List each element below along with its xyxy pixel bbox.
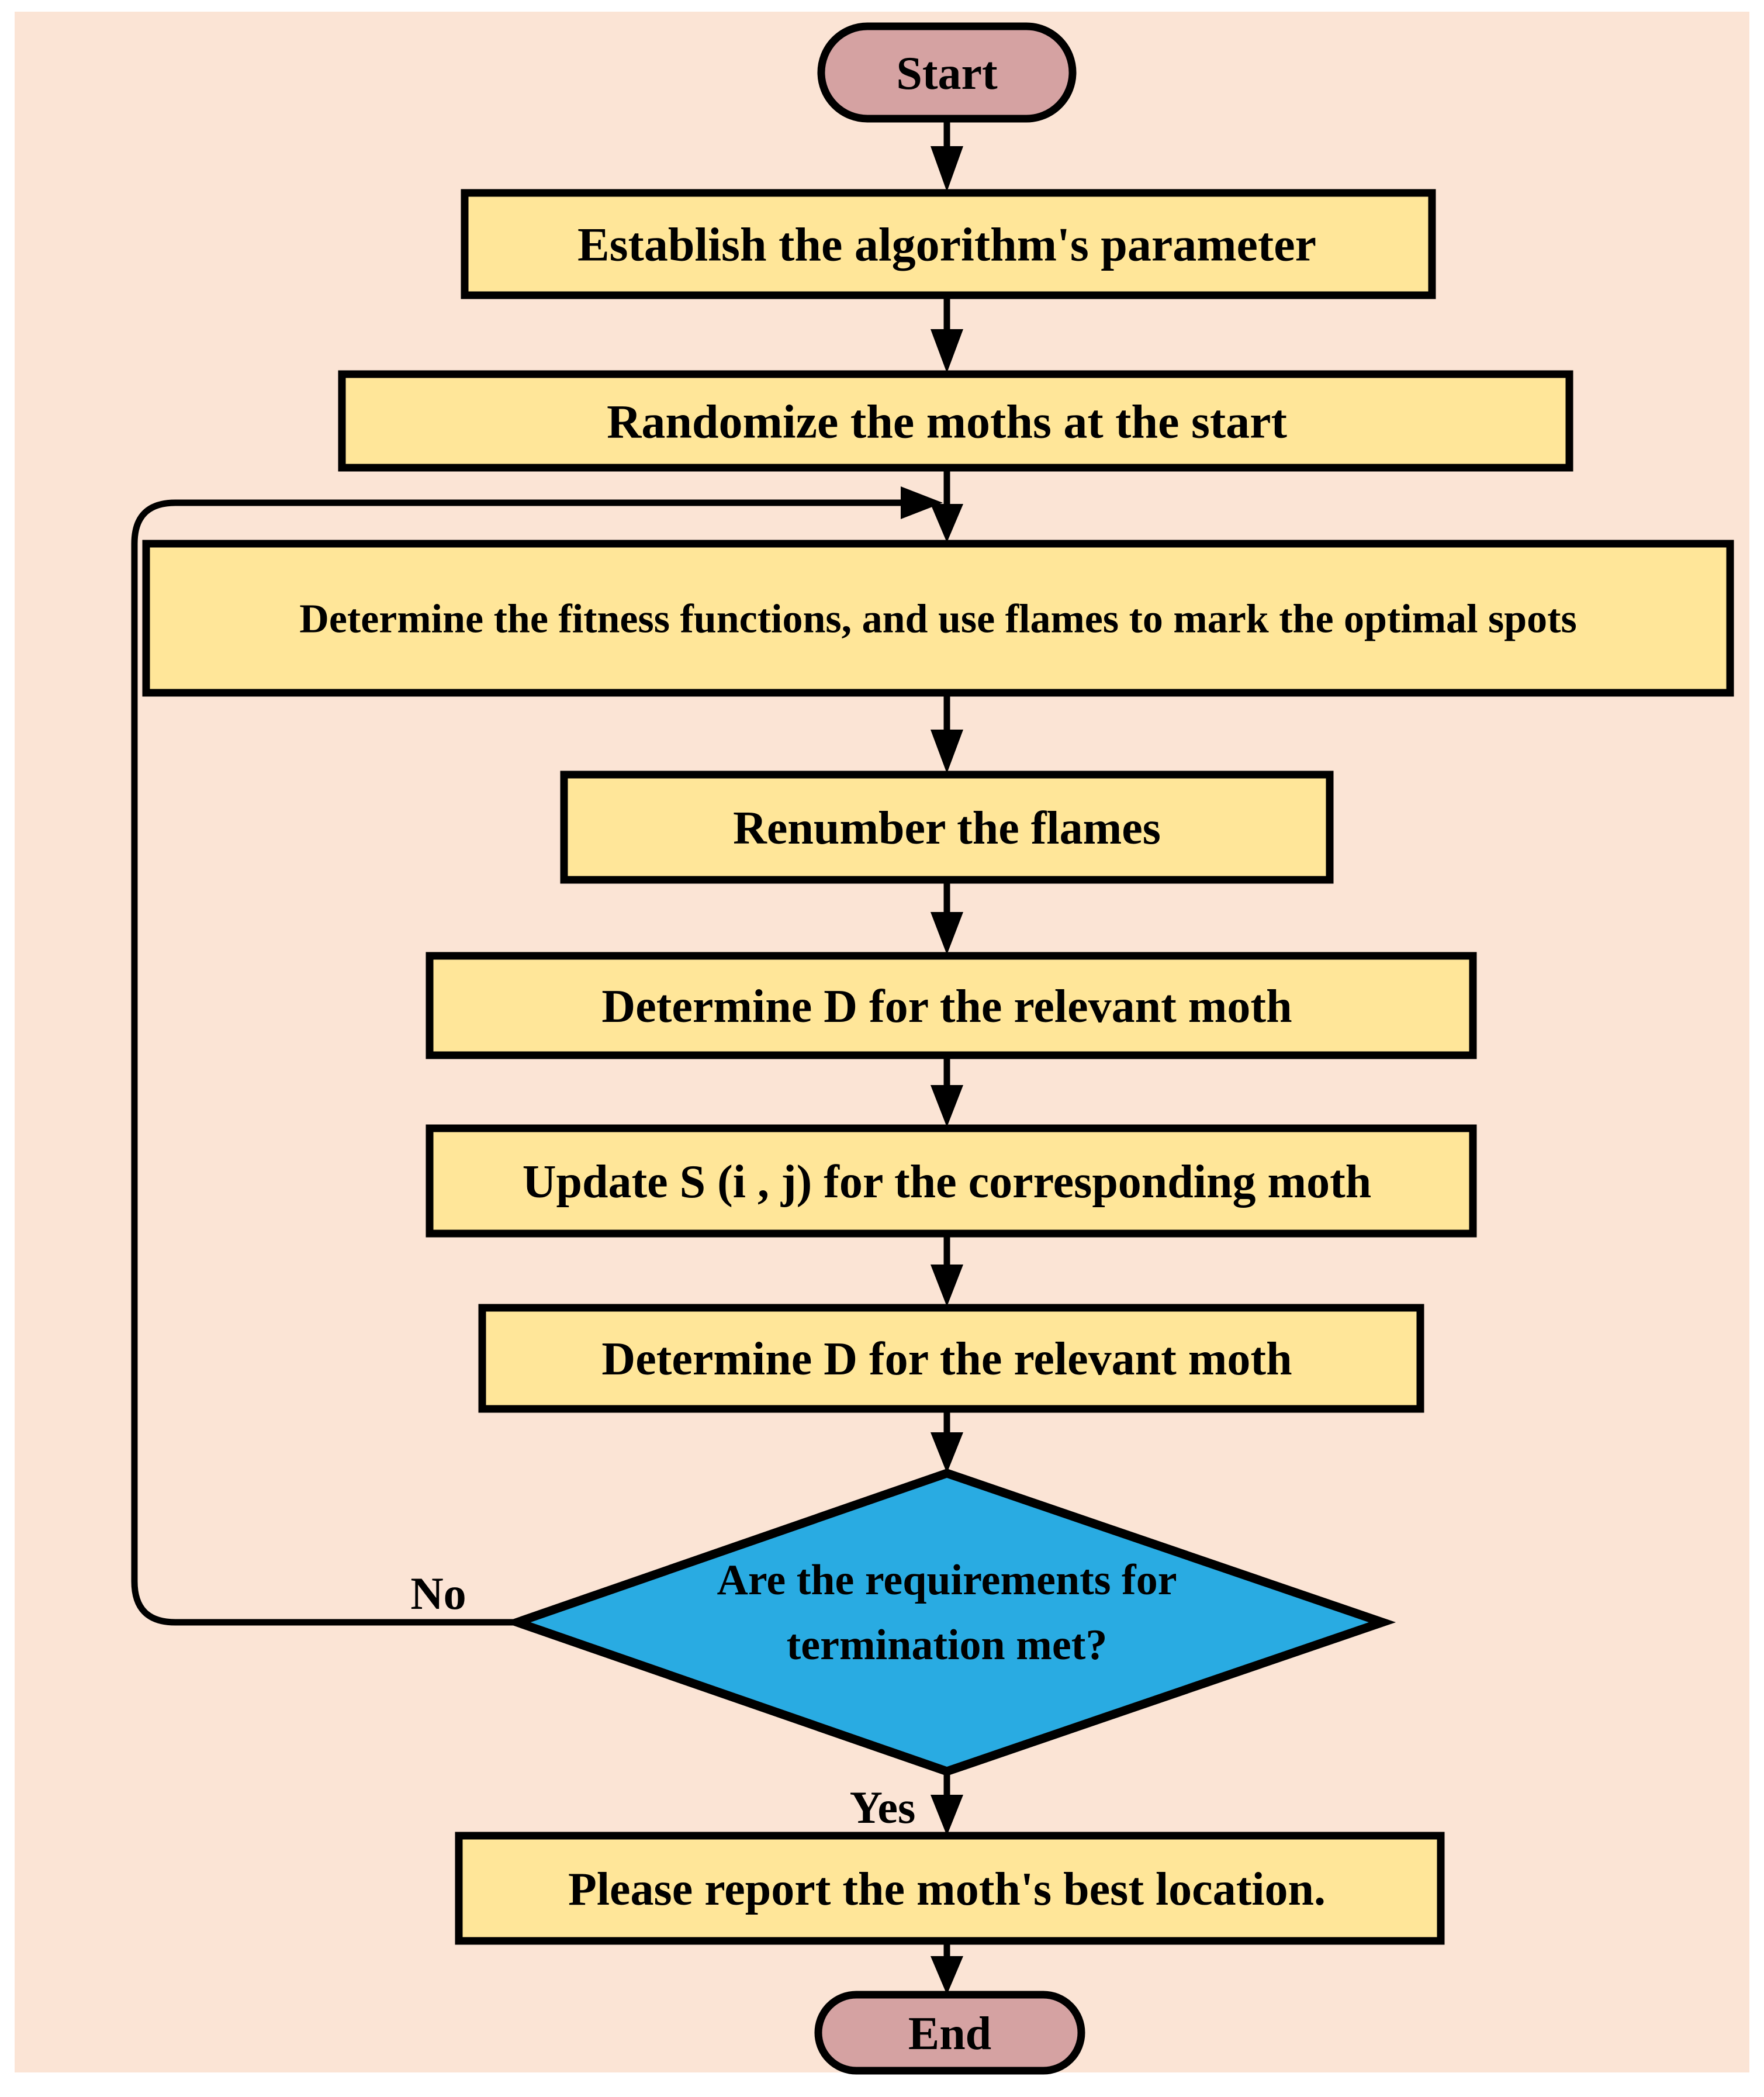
node-report-location-shape xyxy=(455,1832,1445,1945)
arrowhead-fitness-to-renumber-icon xyxy=(931,730,963,773)
node-end-shape xyxy=(814,1991,1085,2075)
arrowhead-no-loop-icon xyxy=(901,486,943,519)
arrowhead-randomize-to-fitness-icon xyxy=(931,504,963,543)
node-termination-decision: Are the requirements for termination met… xyxy=(504,1469,1396,1776)
node-report-location: Please report the moth's best location. xyxy=(455,1832,1445,1945)
arrowhead-update-to-determine2-icon xyxy=(931,1265,963,1307)
arrowhead-determine2-to-decision-icon xyxy=(931,1432,963,1473)
node-randomize-moths: Randomize the moths at the start xyxy=(338,370,1573,472)
node-establish-params-label: Establish the algorithm's parameter xyxy=(577,218,1316,271)
node-end-label: End xyxy=(908,2008,991,2060)
node-randomize-moths-shape xyxy=(338,370,1573,472)
node-establish-params-shape xyxy=(461,189,1436,299)
node-fitness-flames-label: Determine the fitness functions, and use… xyxy=(299,597,1576,642)
node-report-location-label: Please report the moth's best location. xyxy=(568,1864,1326,1915)
node-termination-decision-shape xyxy=(504,1469,1396,1776)
arrowhead-renumber-to-determine1-icon xyxy=(931,912,963,955)
node-determine-d-2: Determine D for the relevant moth xyxy=(478,1304,1424,1413)
node-determine-d-2-label: Determine D for the relevant moth xyxy=(601,1333,1292,1385)
arrowhead-establish-to-randomize-icon xyxy=(931,329,963,373)
node-establish-params: Establish the algorithm's parameter xyxy=(461,189,1436,299)
edges xyxy=(131,117,963,1995)
node-determine-d-1: Determine D for the relevant moth xyxy=(426,952,1477,1059)
node-randomize-moths-label: Randomize the moths at the start xyxy=(607,395,1287,448)
arrowhead-yes-to-report-icon xyxy=(931,1795,963,1836)
edge-label-yes: Yes xyxy=(850,1782,916,1833)
node-renumber-flames: Renumber the flames xyxy=(560,771,1334,884)
node-renumber-flames-label: Renumber the flames xyxy=(733,803,1161,854)
node-termination-decision-label-line1: Are the requirements for xyxy=(717,1556,1177,1604)
node-determine-d-2-shape xyxy=(478,1304,1424,1413)
node-determine-d-1-label: Determine D for the relevant moth xyxy=(601,981,1292,1032)
node-renumber-flames-shape xyxy=(560,771,1334,884)
node-update-s-label: Update S (i , j) for the corresponding m… xyxy=(523,1156,1372,1208)
node-fitness-flames: Determine the fitness functions, and use… xyxy=(142,540,1734,697)
node-update-s-shape xyxy=(426,1124,1477,1238)
node-start: Start xyxy=(817,22,1077,123)
node-end: End xyxy=(814,1991,1085,2075)
arrowhead-report-to-end-icon xyxy=(931,1956,963,1995)
node-fitness-flames-shape xyxy=(142,540,1734,697)
node-determine-d-1-shape xyxy=(426,952,1477,1059)
arrowhead-start-to-establish-icon xyxy=(931,146,963,192)
node-start-label: Start xyxy=(896,48,998,99)
edge-no-loop xyxy=(131,499,901,1626)
arrowhead-determine1-to-update-icon xyxy=(931,1085,963,1127)
node-termination-decision-label-line2: termination met? xyxy=(787,1621,1108,1669)
node-update-s: Update S (i , j) for the corresponding m… xyxy=(426,1124,1477,1238)
edge-label-no: No xyxy=(410,1568,466,1619)
node-start-shape xyxy=(817,22,1077,123)
